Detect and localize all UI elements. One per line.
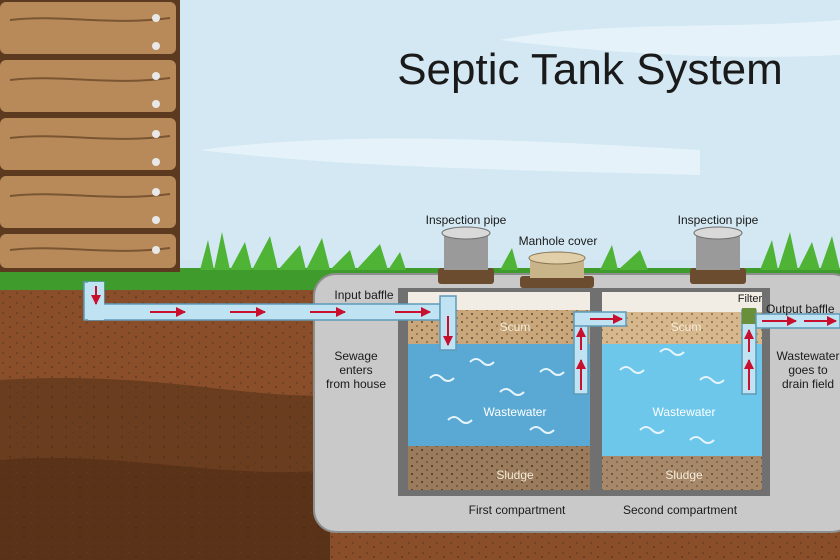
compartment-divider — [590, 288, 602, 496]
filter — [742, 308, 756, 324]
label-inspection-pipe-right: Inspection pipe — [678, 213, 759, 227]
inspection-pipe-right-cap — [690, 226, 746, 284]
label-filter: Filter — [738, 293, 763, 305]
label-output-baffle: Output baffle — [766, 302, 835, 316]
label-wastewater-right: Wastewater — [653, 405, 716, 419]
house-wall — [0, 0, 180, 272]
label-wastewater-out-line2: goes to — [788, 363, 828, 377]
cloud-streak — [500, 20, 840, 57]
label-sludge-right: Sludge — [665, 468, 703, 482]
water-waves — [429, 348, 725, 444]
manhole-cover-cap — [520, 251, 594, 288]
inspection-pipe-left-cap — [438, 226, 494, 284]
label-sewage-line3: from house — [326, 377, 386, 391]
wastewater-right — [602, 344, 762, 456]
label-sewage-line1: Sewage — [334, 349, 378, 363]
label-first-compartment: First compartment — [469, 503, 566, 517]
page-title: Septic Tank System — [397, 45, 783, 94]
label-inspection-pipe-left: Inspection pipe — [426, 213, 507, 227]
label-sewage-line2: enters — [339, 363, 372, 377]
label-wastewater-out-line3: drain field — [782, 377, 834, 391]
output-pipe — [755, 313, 840, 329]
label-input-baffle: Input baffle — [334, 288, 393, 302]
label-scum-left: Scum — [500, 320, 531, 334]
grass-blades — [0, 232, 840, 270]
cloud-streak — [200, 138, 700, 175]
label-second-compartment: Second compartment — [623, 503, 738, 517]
label-wastewater-out-line1: Wastewater — [777, 349, 840, 363]
flow-arrows — [91, 286, 837, 390]
label-wastewater-left: Wastewater — [484, 405, 547, 419]
wastewater-left — [408, 344, 590, 446]
label-manhole-cover: Manhole cover — [519, 234, 598, 248]
label-sludge-left: Sludge — [496, 468, 534, 482]
label-scum-right: Scum — [671, 320, 702, 334]
